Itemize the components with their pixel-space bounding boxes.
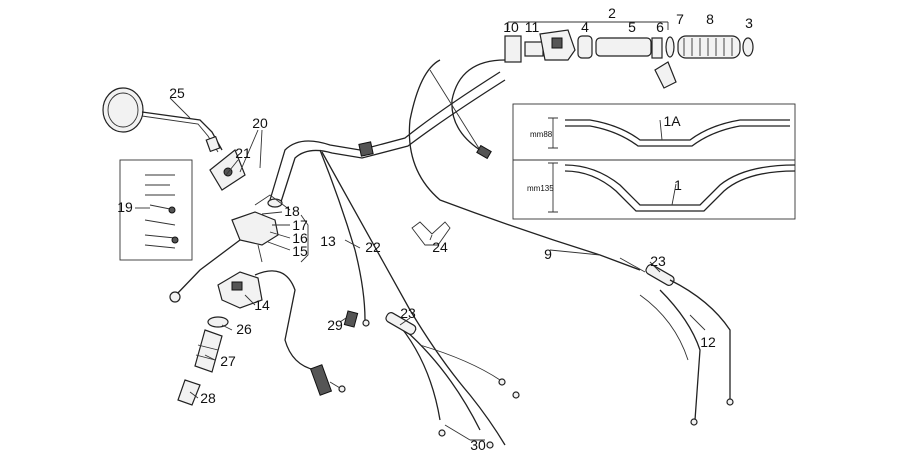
callout-11: 11 — [525, 19, 540, 35]
callout-12: 12 — [700, 334, 716, 350]
callout-17: 17 — [292, 217, 308, 233]
callout-27: 27 — [220, 353, 236, 369]
right-cables — [619, 257, 734, 426]
left-control-assembly — [119, 149, 291, 303]
callout-20: 20 — [252, 115, 268, 131]
callout-25: 25 — [169, 85, 185, 101]
callout-1: 1 — [674, 177, 682, 193]
clutch-cable — [319, 149, 366, 321]
mirror — [102, 87, 223, 153]
callout-4: 4 — [581, 19, 589, 35]
callout-30: 30 — [470, 437, 486, 453]
switch-cable — [254, 270, 316, 371]
callout-16: 16 — [292, 230, 308, 246]
callout-23-right: 23 — [650, 253, 666, 269]
dimension-lower: mm135 — [527, 184, 554, 193]
callout-13: 13 — [320, 233, 336, 249]
callout-15: 15 — [292, 243, 308, 259]
cable-upper — [451, 59, 506, 151]
callout-18: 18 — [284, 203, 300, 219]
right-grip-assembly — [504, 29, 754, 89]
callout-7: 7 — [676, 11, 684, 27]
callout-5: 5 — [628, 19, 636, 35]
callout-9: 9 — [544, 246, 552, 262]
handlebar-variants-box — [512, 103, 796, 220]
callout-6: 6 — [656, 19, 664, 35]
callout-19: 19 — [117, 199, 133, 215]
left-grip-assembly — [177, 271, 263, 406]
callout-3: 3 — [745, 15, 753, 31]
callout-14: 14 — [254, 297, 270, 313]
callout-28: 28 — [200, 390, 216, 406]
callout-26: 26 — [236, 321, 252, 337]
center-cables — [321, 151, 520, 449]
callout-10: 10 — [503, 19, 519, 35]
callout-2: 2 — [608, 5, 616, 21]
callout-23-center: 23 — [400, 305, 416, 321]
callout-21: 21 — [235, 145, 251, 161]
handlebar — [267, 71, 506, 208]
callout-8: 8 — [706, 11, 714, 27]
callout-1A: 1A — [663, 113, 681, 129]
callout-29: 29 — [327, 317, 343, 333]
leader-lines — [135, 97, 706, 441]
callout-24: 24 — [432, 239, 448, 255]
dimension-upper: mm88 — [530, 130, 553, 139]
callout-22: 22 — [365, 239, 381, 255]
throttle-cable — [408, 59, 641, 271]
